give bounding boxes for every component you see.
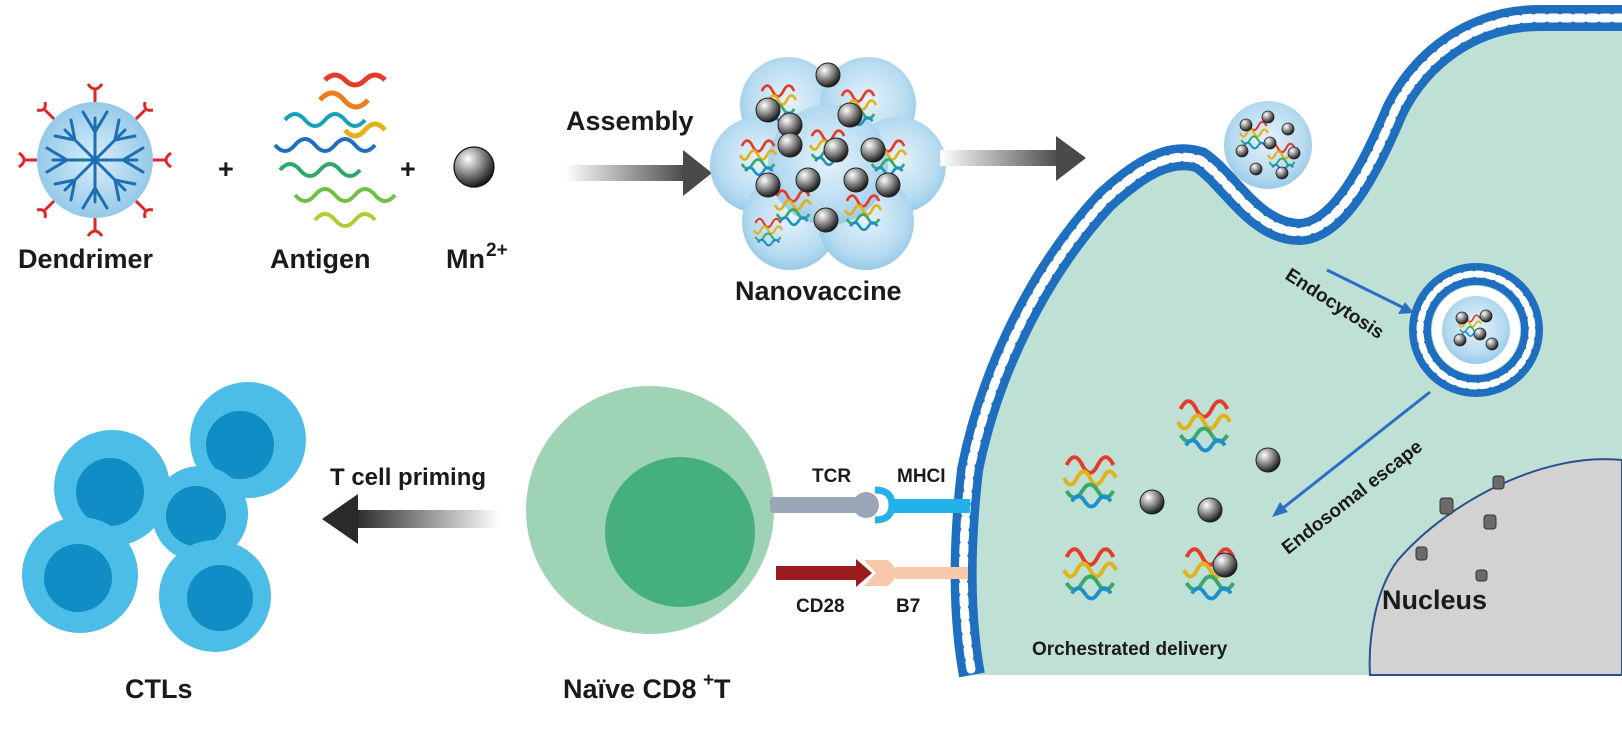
naive-cd8-label: Naïve CD8	[563, 674, 697, 704]
nanovaccine-icon	[710, 57, 946, 270]
naive-t-cell	[526, 386, 774, 634]
naive-cd8-t-label: T	[714, 674, 731, 704]
invaginating-nanovaccine	[1224, 101, 1312, 189]
chromatin-granules	[1415, 475, 1505, 582]
b7-ligand	[864, 560, 968, 586]
endocytosis-arrow	[1326, 268, 1414, 314]
dendrimer-label: Dendrimer	[18, 244, 154, 274]
endosome	[1409, 263, 1543, 397]
b7-label: B7	[896, 596, 920, 617]
nucleus	[1368, 458, 1622, 676]
plus-sign-2: +	[400, 154, 416, 184]
ctl-cluster	[22, 382, 306, 652]
assembly-arrow	[565, 150, 712, 196]
antigen-label: Antigen	[270, 244, 371, 274]
assembly-label: Assembly	[566, 106, 694, 136]
plus-sign-1: +	[218, 154, 234, 184]
mn-label: Mn	[446, 244, 485, 274]
cd28-label: CD28	[796, 596, 845, 617]
dendrimer-icon	[18, 83, 172, 237]
t-cell-priming-label: T cell priming	[330, 464, 486, 491]
t-cell-priming-arrow	[322, 494, 500, 544]
ctls-label: CTLs	[125, 674, 193, 704]
delivery-arrow	[940, 136, 1086, 181]
antigen-icon	[273, 72, 397, 228]
tcr-receptor	[770, 492, 879, 518]
tcr-label: TCR	[812, 466, 851, 487]
endosomal-escape-arrow	[1272, 390, 1431, 517]
sphere-icon	[453, 146, 495, 188]
nucleus-label: Nucleus	[1382, 585, 1487, 615]
antigen-presenting-cell: Nucleus	[950, 4, 1622, 680]
naive-cd8-superscript: +	[703, 670, 714, 691]
mn-superscript: 2+	[486, 240, 508, 261]
mhci-label: MHCI	[897, 466, 946, 487]
cell-membrane-dots	[959, 13, 1622, 680]
mhci-molecule	[874, 486, 970, 524]
nanovaccine-label: Nanovaccine	[735, 276, 902, 306]
cd28-receptor	[776, 559, 872, 587]
orchestrated-delivery-label: Orchestrated delivery	[1032, 639, 1228, 660]
